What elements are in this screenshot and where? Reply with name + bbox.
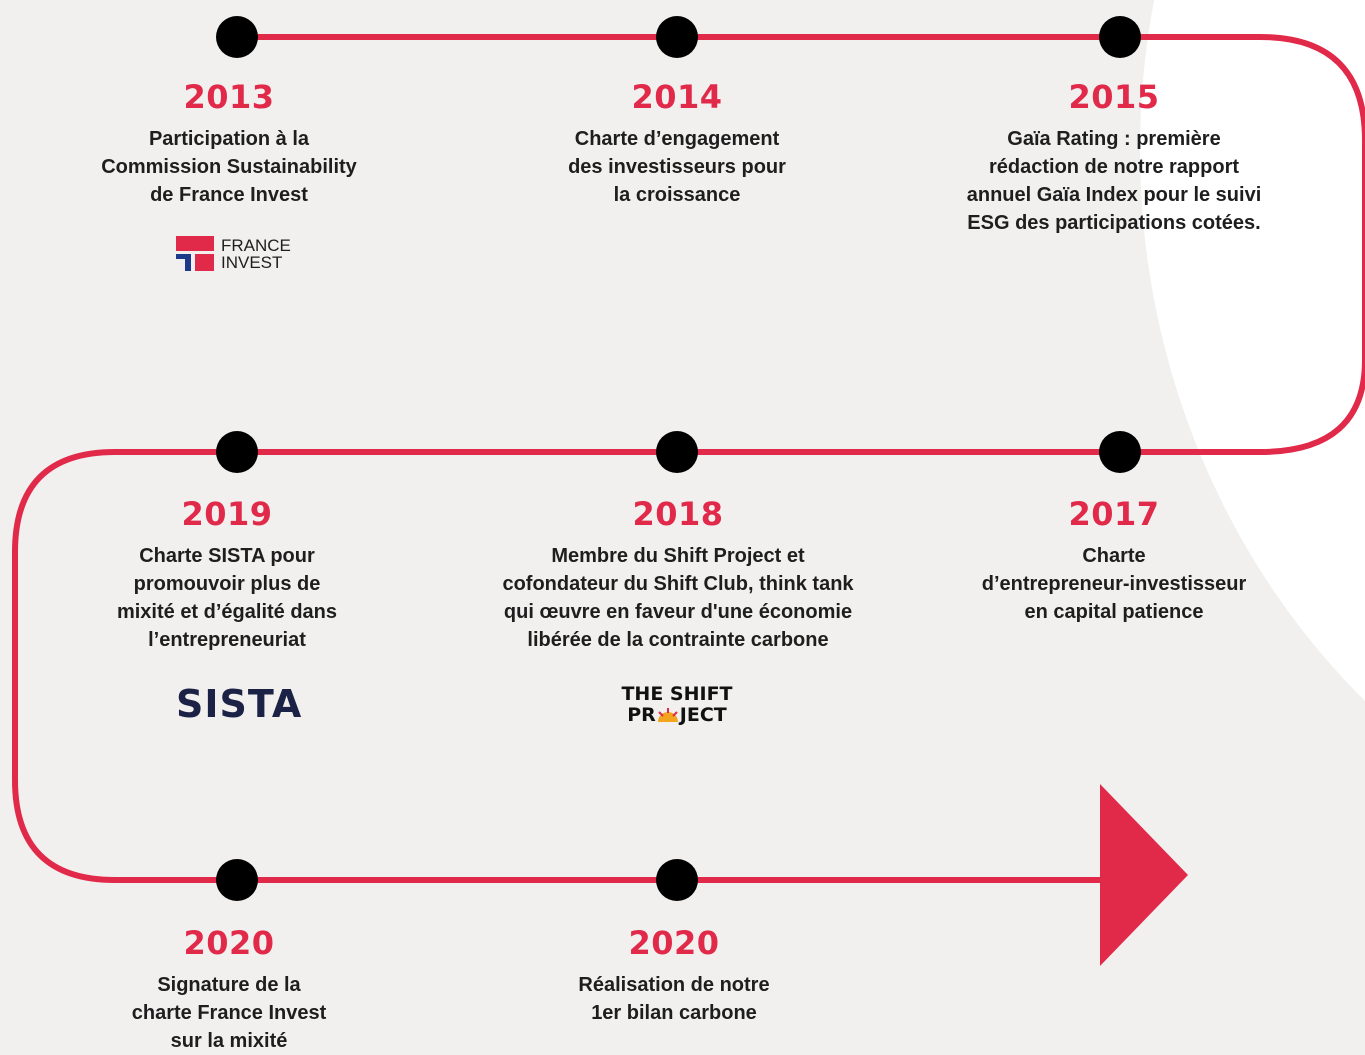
desc-line: cofondateur du Shift Club, think tank [502,573,854,595]
france-invest-logo: FRANCE INVEST [176,236,316,274]
event-year: 2018 [632,495,724,533]
desc-line: en capital patience [1024,601,1204,623]
timeline-dot-2019 [216,431,258,473]
desc-line: Membre du Shift Project et [551,545,805,567]
desc-line: Charte d’engagement [574,128,780,150]
shift-project-logo: THE SHIFT PR JECT [612,684,742,726]
desc-line: sur la mixité [170,1030,288,1052]
event-description: Charte d’entrepreneur-investisseur en ca… [944,542,1284,626]
event-2020-bilan-carbone: 2020 Réalisation de notre 1er bilan carb… [504,925,844,1027]
event-year: 2020 [628,924,720,962]
desc-line: libérée de la contrainte carbone [527,629,829,651]
timeline-dot-2015 [1099,16,1141,58]
sista-wordmark: SISTA [176,682,303,726]
desc-line: Charte SISTA pour [139,545,315,567]
event-2017: 2017 Charte d’entrepreneur-investisseur … [944,496,1284,626]
shift-line-2b: JECT [679,704,727,726]
event-description: Signature de la charte France Invest sur… [59,971,399,1055]
arrow-head-icon [1100,784,1188,966]
desc-line: qui œuvre en faveur d'une économie [503,601,853,623]
event-2018: 2018 Membre du Shift Project et cofondat… [468,496,888,654]
event-2013: 2013 Participation à la Commission Susta… [59,79,399,209]
france-invest-flag-icon [176,236,214,271]
desc-line: Commission Sustainability [101,156,357,178]
france-invest-word-2: INVEST [221,253,283,272]
event-year: 2013 [183,78,275,116]
event-2015: 2015 Gaïa Rating : première rédaction de… [944,79,1284,237]
event-year: 2017 [1068,495,1160,533]
sista-logo: SISTA [176,684,302,724]
timeline-dot-2017 [1099,431,1141,473]
event-year: 2019 [181,495,273,533]
desc-line: l’entrepreneuriat [148,629,306,651]
event-description: Charte d’engagement des investisseurs po… [507,125,847,209]
event-year: 2015 [1068,78,1160,116]
event-description: Charte SISTA pour promouvoir plus de mix… [57,542,397,654]
desc-line: ESG des participations cotées. [967,212,1261,234]
timeline-dot-2013 [216,16,258,58]
france-invest-word-1: FRANCE [221,236,291,255]
timeline-dot-2018 [656,431,698,473]
desc-line: rédaction de notre rapport [988,156,1240,178]
desc-line: promouvoir plus de [133,573,321,595]
timeline-dot-2014 [656,16,698,58]
desc-line: Charte [1082,545,1146,567]
desc-line: des investisseurs pour [568,156,786,178]
desc-line: Gaïa Rating : première [1007,128,1221,150]
desc-line: Signature de la [157,974,301,996]
desc-line: d’entrepreneur-investisseur [981,573,1247,595]
desc-line: annuel Gaïa Index pour le suivi [966,184,1262,206]
timeline-dot-2020-a [216,859,258,901]
shift-line-2a: PR [627,704,656,726]
shift-line-1: THE SHIFT [621,683,733,705]
sun-rays-icon [657,708,678,722]
desc-line: charte France Invest [131,1002,327,1024]
event-2019: 2019 Charte SISTA pour promouvoir plus d… [57,496,397,654]
event-2020-mixite: 2020 Signature de la charte France Inves… [59,925,399,1055]
desc-line: de France Invest [150,184,308,206]
shift-line-2: PR JECT [612,705,742,726]
desc-line: la croissance [613,184,741,206]
event-description: Participation à la Commission Sustainabi… [59,125,399,209]
event-2014: 2014 Charte d’engagement des investisseu… [507,79,847,209]
desc-line: Réalisation de notre [578,974,770,996]
event-description: Réalisation de notre 1er bilan carbone [504,971,844,1027]
desc-line: mixité et d’égalité dans [116,601,338,623]
event-description: Gaïa Rating : première rédaction de notr… [944,125,1284,237]
timeline-dot-2020-b [656,859,698,901]
desc-line: 1er bilan carbone [591,1002,757,1024]
desc-line: Participation à la [148,128,310,150]
event-year: 2020 [183,924,275,962]
event-year: 2014 [631,78,723,116]
event-description: Membre du Shift Project et cofondateur d… [468,542,888,654]
